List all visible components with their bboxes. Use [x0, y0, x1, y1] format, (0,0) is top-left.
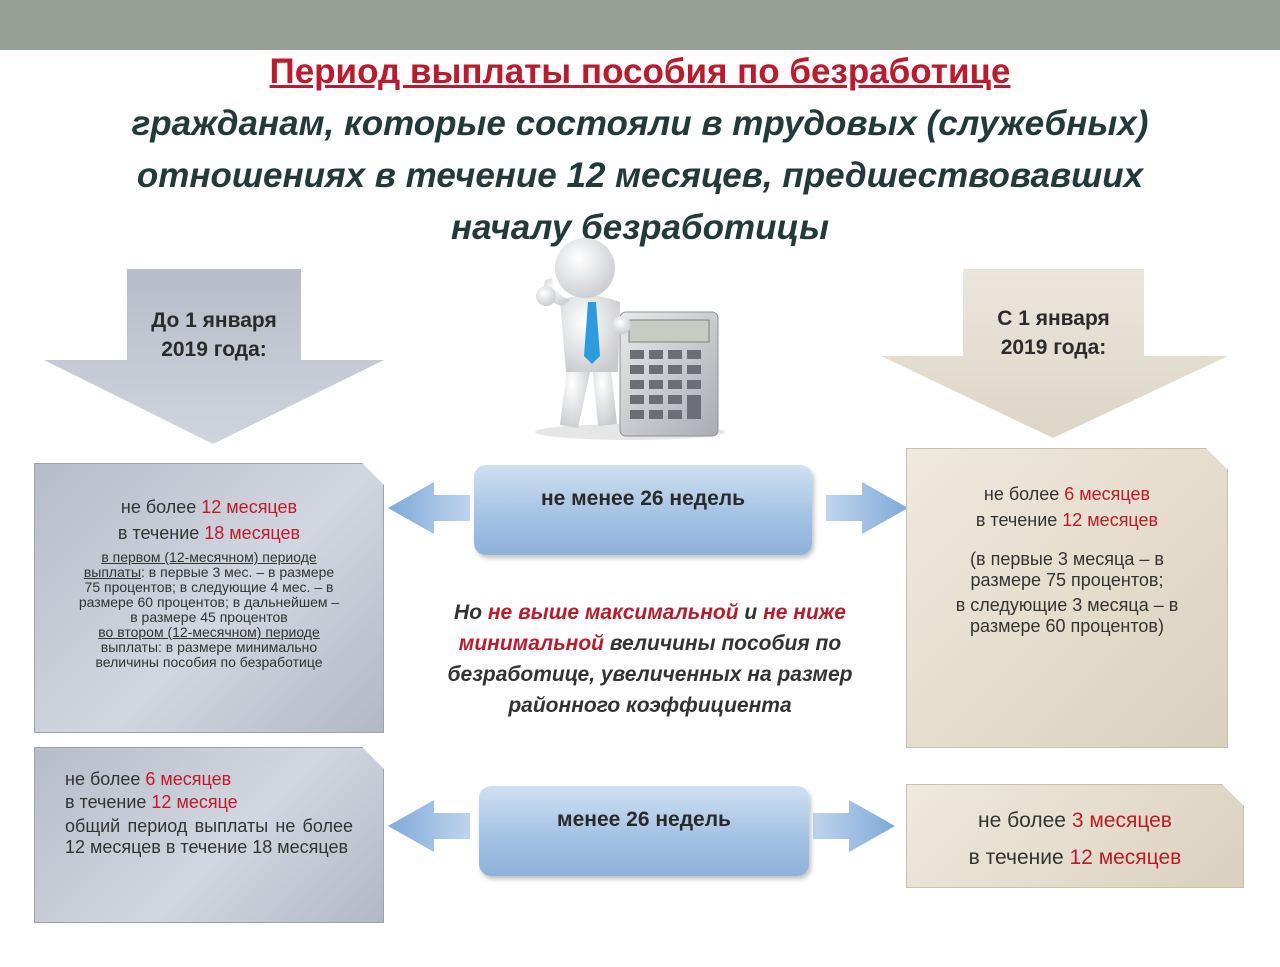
page-title: Период выплаты пособия по безработице — [269, 52, 1011, 91]
after-2019-label: С 1 января 2019 года: — [997, 307, 1110, 359]
before-box-details: в первом (12-месячном) периоде выплаты: … — [78, 549, 340, 670]
right-arrow-icon — [813, 800, 895, 852]
before-2019-label: До 1 января 2019 года: — [151, 309, 277, 361]
left-arrow-icon — [388, 800, 470, 852]
before-box-less-26-weeks: не более 6 месяцев в течение 12 месяце о… — [34, 747, 384, 923]
less-than-26-weeks-box: менее 26 недель — [479, 786, 809, 876]
left-arrow-icon — [388, 482, 470, 534]
before-box-26-weeks: не более 12 месяцев в течение 18 месяцев… — [34, 463, 384, 733]
down-arrow-icon — [44, 269, 384, 444]
page-subtitle: гражданам, которые состояли в трудовых (… — [40, 98, 1240, 254]
top-bar — [0, 0, 1280, 50]
middle-note: Но не выше максимальной и не ниже минима… — [447, 601, 853, 717]
subtitle-line-3: началу безработицы — [451, 208, 829, 247]
subtitle-line-2: отношениях в течение 12 месяцев, предшес… — [136, 156, 1144, 195]
at-least-26-weeks-box: не менее 26 недель — [474, 465, 812, 555]
subtitle-line-1: гражданам, которые состояли в трудовых (… — [131, 104, 1149, 143]
right-arrow-icon — [826, 482, 908, 534]
down-arrow-icon — [881, 269, 1228, 438]
after-box-26-weeks: не более 6 месяцев в течение 12 месяцев … — [906, 448, 1228, 748]
after-box-less-26-weeks: не более 3 месяцев в течение 12 месяцев — [906, 784, 1244, 888]
